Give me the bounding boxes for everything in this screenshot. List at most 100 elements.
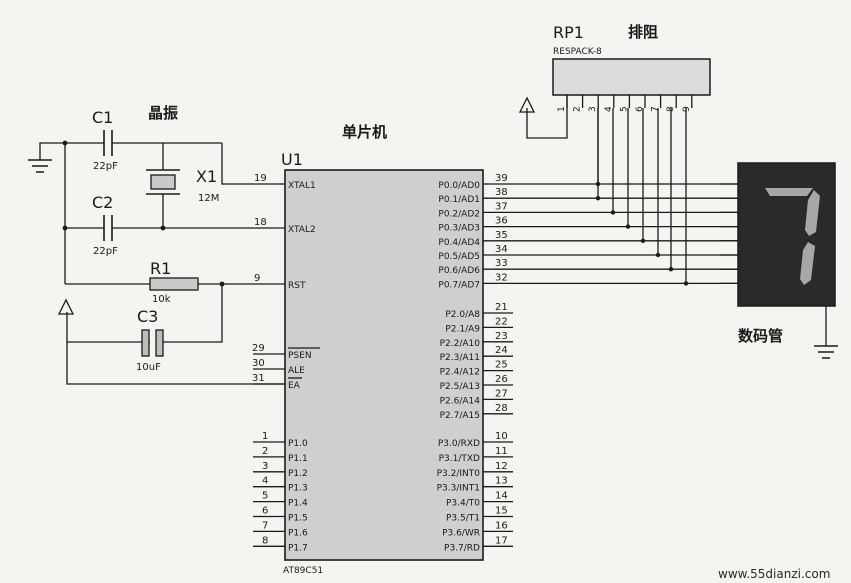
ground-wire-left [39, 142, 65, 160]
pin-number: 27 [495, 388, 508, 399]
pin-number: 12 [495, 461, 508, 472]
rp1-pin-number: 7 [651, 106, 661, 112]
crystal-plates [146, 169, 180, 195]
pin-name: P2.3/A11 [440, 353, 480, 363]
pin-name: P3.3/INT1 [437, 484, 480, 494]
pin-name: XTAL1 [288, 181, 316, 191]
pin-number: 10 [495, 431, 508, 442]
ground-icon-right [814, 345, 838, 359]
pin-name: P0.6/AD6 [438, 266, 480, 276]
pin-number: 38 [495, 187, 508, 198]
pin-number: 32 [495, 272, 508, 283]
junction-dot [640, 238, 646, 243]
mcu-part-label: AT89C51 [283, 566, 323, 576]
pin-number: 30 [252, 358, 265, 369]
display-title-cn: 数码管 [738, 327, 783, 345]
pin-number: 39 [495, 173, 508, 184]
pin-name: P3.7/RD [444, 543, 480, 553]
pin-name: P1.2 [288, 469, 308, 479]
pin-number: 6 [262, 506, 268, 517]
rp1-ref-label: RP1 [553, 23, 584, 42]
pin-name: P2.2/A10 [440, 339, 481, 349]
pin-name: P3.1/TXD [439, 454, 480, 464]
pin-name: P0.4/AD4 [438, 238, 480, 248]
rp1-pin-number: 3 [588, 106, 598, 112]
segment-b [805, 190, 820, 236]
pin-name: P0.5/AD5 [438, 252, 480, 262]
rp1-pin-number: 5 [619, 106, 629, 112]
segment-c [800, 242, 815, 285]
mcu-title-cn: 单片机 [342, 123, 387, 141]
c2-value-label: 22pF [93, 246, 118, 257]
pin-name: RST [288, 281, 306, 291]
mcu-u1: U1 单片机 AT89C51 19XTAL118XTAL29RST29PSEN3… [252, 123, 513, 576]
r1-value-label: 10k [152, 294, 171, 305]
pin-name: P2.4/A12 [440, 368, 480, 378]
pin-number: 36 [495, 216, 508, 227]
c3-value-label: 10uF [136, 362, 161, 373]
crystal-value-label: 12M [198, 193, 219, 204]
pin-number: 14 [495, 491, 508, 502]
pin-number: 24 [495, 345, 508, 356]
pin-number: 8 [262, 535, 268, 546]
c2-ref-label: C2 [92, 193, 113, 212]
pin-name: P1.3 [288, 484, 308, 494]
pin-number: 4 [262, 476, 268, 487]
r1-ref-label: R1 [150, 259, 171, 278]
seven-segment-display: 数码管 [737, 162, 838, 359]
pin-number: 13 [495, 476, 508, 487]
crystal-ref-label: X1 [196, 167, 217, 186]
pin-name: P1.4 [288, 499, 308, 509]
pin-number: 29 [252, 343, 265, 354]
ea-wire [66, 342, 285, 385]
junction-dot [683, 281, 689, 286]
rp1-pin-number: 2 [573, 106, 583, 112]
pin-name: P3.6/WR [442, 528, 480, 538]
pin-number: 31 [252, 373, 265, 384]
rp1-pin-number: 9 [682, 106, 692, 112]
pin-number: 37 [495, 201, 508, 212]
pin-name: P1.1 [288, 454, 308, 464]
c3-ref-label: C3 [137, 307, 158, 326]
mcu-body [284, 169, 484, 561]
pin-number: 2 [262, 446, 268, 457]
p0-bus-wires [513, 108, 738, 286]
pin-name: P2.5/A13 [440, 382, 480, 392]
pin-number: 7 [262, 520, 268, 531]
c1-value-label: 22pF [93, 161, 118, 172]
pin-name: P3.4/T0 [446, 499, 480, 509]
pin-number: 5 [262, 491, 268, 502]
pin-name: P0.2/AD2 [438, 209, 480, 219]
junction-dot [595, 196, 601, 201]
pin-number: 1 [262, 431, 268, 442]
oscillator-circuit: C1 22pF 晶振 X1 12M C2 22pF R1 10k C3 10uF [28, 104, 285, 385]
rp1-pin-number: 1 [557, 106, 567, 112]
rp1-pin-number: 4 [604, 106, 614, 112]
junction-dot [668, 267, 674, 272]
pin-number: 19 [254, 173, 267, 184]
pin-name: ALE [288, 366, 305, 376]
pin-name: P0.7/AD7 [438, 280, 480, 290]
junction-dot [160, 225, 166, 231]
mcu-ref-label: U1 [281, 150, 303, 169]
junction-dot [62, 225, 68, 231]
pin-name: P2.6/A14 [440, 396, 481, 406]
rp1-body [552, 58, 711, 96]
junction-dot [655, 252, 661, 258]
c1-ref-label: C1 [92, 108, 113, 127]
pin-number: 25 [495, 360, 508, 371]
pin-name: EA [288, 381, 301, 391]
c3-capacitor-icon [141, 329, 150, 357]
pin-name: XTAL2 [288, 225, 316, 235]
pin-name: P2.0/A8 [445, 310, 480, 320]
junction-dot [62, 140, 68, 146]
c3-capacitor-plate [155, 329, 164, 357]
pin-name: P2.7/A15 [440, 411, 480, 421]
vcc-arrow-icon-left [57, 298, 75, 315]
c2-capacitor-icon [103, 215, 113, 241]
pin-number: 33 [495, 258, 508, 269]
pin-name: P3.0/RXD [438, 439, 480, 449]
